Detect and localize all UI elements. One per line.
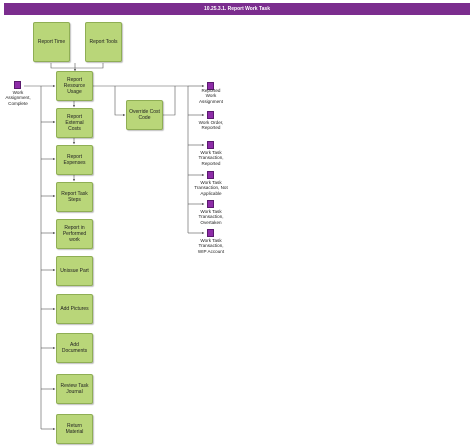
connector-report-tools bbox=[75, 63, 104, 69]
end-event-icon-5 bbox=[207, 200, 214, 208]
end-event-label-3: Work Task Transaction, Reported bbox=[198, 150, 224, 166]
end-event-label-6: Work Task Transaction, WIP Account bbox=[197, 238, 225, 254]
task-override-cost-code[interactable]: Override Cost Code bbox=[126, 100, 163, 130]
end-event-label-5: Work Task Transaction, Overtaken bbox=[198, 209, 224, 225]
connector-to-override bbox=[114, 86, 126, 117]
task-report-external-costs[interactable]: Report External Costs bbox=[56, 108, 93, 138]
end-event-icon-2 bbox=[207, 111, 214, 119]
task-report-task-steps[interactable]: Report Task Steps bbox=[56, 182, 93, 212]
connector-from-override bbox=[163, 86, 176, 116]
task-report-performed-work[interactable]: Report in Performed work bbox=[56, 219, 93, 249]
end-event-icon-6 bbox=[207, 229, 214, 237]
start-event-icon bbox=[14, 81, 21, 89]
connector-report-time bbox=[50, 63, 75, 69]
end-event-label-4: Work Task Transaction, Not Applicable bbox=[194, 180, 228, 196]
task-report-time[interactable]: Report Time bbox=[33, 22, 70, 62]
start-event-label: Work Assignment, Complete bbox=[5, 90, 31, 106]
diagram-title: 10.25.3.1. Report Work Task bbox=[4, 3, 470, 15]
end-event-label-1: Reported Work Assignment bbox=[198, 88, 223, 104]
task-report-tools[interactable]: Report Tools bbox=[85, 22, 122, 62]
task-return-material[interactable]: Return Material bbox=[56, 414, 93, 444]
end-event-icon-1 bbox=[207, 82, 214, 90]
task-review-task-journal[interactable]: Review Task Journal bbox=[56, 374, 93, 404]
task-add-pictures[interactable]: Add Pictures bbox=[56, 294, 93, 324]
task-unissue-part[interactable]: Unissue Part bbox=[56, 256, 93, 286]
end-event-icon-3 bbox=[207, 141, 214, 149]
end-event-icon-4 bbox=[207, 171, 214, 179]
task-report-expenses[interactable]: Report Expenses bbox=[56, 145, 93, 175]
end-event-label-2: Work Order, Reported bbox=[198, 120, 224, 131]
task-add-documents[interactable]: Add Documents bbox=[56, 333, 93, 363]
task-report-resource-usage[interactable]: Report Resource Usage bbox=[56, 71, 93, 101]
